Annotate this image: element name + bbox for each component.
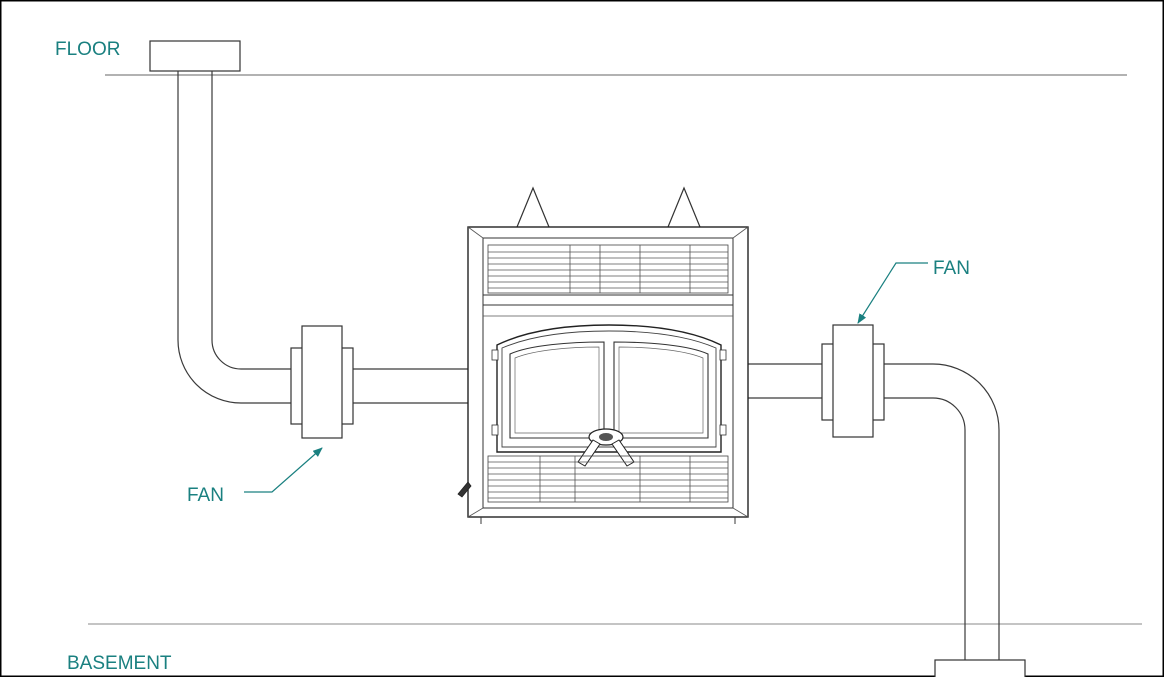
fan-right-label: FAN [933,258,970,279]
basement-label: BASEMENT [67,653,172,674]
fan-left-label: FAN [187,485,224,506]
floor-register [149,40,241,72]
fan-left-leader [244,447,323,493]
left-duct [149,40,487,404]
fan-left [290,325,354,439]
right-duct [733,363,1026,677]
stove-bottom-grille [487,455,729,503]
stove-doors [491,324,727,453]
stove-top-grille [487,244,729,294]
fan-right [821,324,885,438]
stove-vent-right [667,186,701,228]
floor-label: FLOOR [55,39,120,60]
stove-control-lever [457,481,472,498]
basement-register [934,659,1026,677]
stove [457,186,749,524]
fan-right-leader [857,262,928,324]
stove-vent-left [516,186,550,228]
stove-door-handle [577,428,635,467]
